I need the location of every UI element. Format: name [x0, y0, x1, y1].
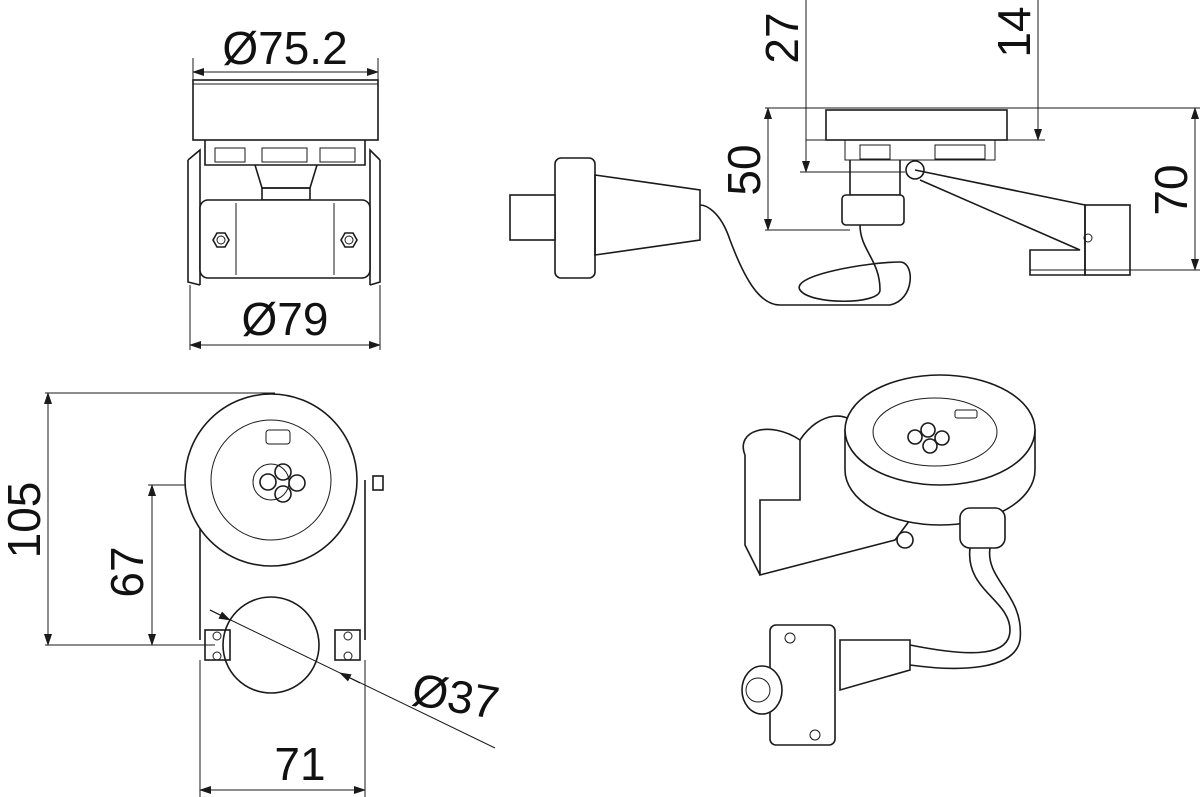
dimension-offset-height: 50 — [718, 144, 770, 195]
light-cap — [192, 79, 379, 141]
nut-icon — [212, 232, 230, 248]
dimension-center-to-pipe: 67 — [101, 546, 153, 597]
dimension-pipe-diameter: Ø37 — [408, 663, 503, 729]
dimension-bracket-diameter: Ø79 — [242, 293, 329, 345]
side-view: 27 14 50 70 — [509, 0, 1200, 306]
dimension-total-length: 105 — [0, 482, 50, 559]
dimension-cap-height: 27 — [756, 12, 808, 63]
dimension-total-height: 70 — [1145, 164, 1197, 215]
isometric-view — [741, 374, 1036, 746]
dimension-top-diameter: Ø75.2 — [222, 22, 347, 74]
dimension-bracket-width: 71 — [274, 738, 325, 790]
dimension-cap-thickness: 14 — [988, 6, 1040, 57]
osea-logo — [265, 429, 291, 445]
top-view: 105 67 Ø37 71 — [0, 392, 503, 797]
nut-icon — [340, 232, 358, 248]
front-view: Ø75.2 Ø79 — [187, 22, 381, 350]
